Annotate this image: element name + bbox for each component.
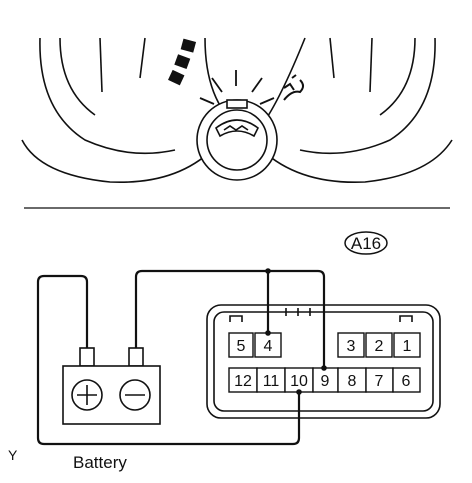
pin-label: 10	[290, 373, 308, 390]
pin-cell	[228, 332, 254, 358]
pin-cell	[337, 332, 365, 358]
pin-cell	[254, 332, 282, 358]
left-gauge-hatch-2	[99, 37, 103, 93]
wire-positive-to-pin-10	[36, 274, 301, 446]
right-gauge-outer-arc	[261, 139, 453, 184]
pin-cell	[337, 367, 367, 393]
pin-cell	[256, 367, 286, 393]
connector-id-label: A16	[351, 234, 381, 253]
pin-label: 7	[375, 373, 384, 390]
indicator-housing	[196, 99, 278, 181]
left-gauge-hatch	[59, 37, 96, 116]
pin-label: 6	[402, 373, 411, 390]
connector-pin-grid	[228, 332, 421, 393]
pin-label: 12	[234, 373, 252, 390]
indicator-lamp-icon	[214, 99, 260, 138]
wiring	[36, 269, 326, 446]
pin-label: 9	[321, 373, 330, 390]
pin-label: 5	[237, 338, 246, 355]
junction-dot	[296, 389, 302, 395]
pin-cell	[365, 367, 394, 393]
pin-cell	[228, 367, 258, 393]
right-gauge-hatch-2	[369, 37, 373, 93]
pin-label: 8	[348, 373, 357, 390]
right-gauge-hatch	[379, 37, 416, 116]
recirculation-arrow-icon	[283, 74, 304, 101]
battery-label: Battery	[73, 453, 127, 472]
fuel-gauge-segment-icon	[168, 38, 197, 86]
right-gauge-inner-arc	[299, 37, 436, 155]
indicator-lamp-ring	[206, 109, 268, 171]
right-gauge-hatch-3	[329, 37, 335, 79]
wire-junctions	[265, 268, 327, 395]
pin-label: 11	[263, 373, 280, 390]
connector-pin-labels: 5 4 3 2 1 12 11 10 9 8 7 6	[234, 338, 411, 390]
battery-polarity-signs	[77, 385, 145, 405]
pin-label: 1	[403, 338, 412, 355]
pin-label: 2	[375, 338, 384, 355]
center-right-curve	[261, 37, 306, 126]
left-gauge-hatch-3	[139, 37, 146, 79]
pin-label: 3	[347, 338, 356, 355]
battery-symbol	[62, 347, 161, 425]
connector-badge: A16	[344, 231, 388, 255]
pin-cell	[393, 332, 421, 358]
cluster-illustration	[21, 37, 453, 184]
corner-mark: Y	[8, 447, 18, 463]
pin-cell	[365, 332, 393, 358]
left-gauge-inner-arc	[39, 37, 176, 155]
junction-dot	[265, 330, 271, 336]
light-ray-icon	[199, 70, 275, 105]
junction-dot	[265, 268, 271, 274]
pin-cell	[392, 367, 421, 393]
junction-dot	[321, 365, 327, 371]
battery-positive-post	[79, 347, 95, 367]
left-gauge-outer-arc	[21, 139, 213, 184]
pin-label: 4	[264, 338, 273, 355]
battery-negative-post	[128, 347, 144, 367]
wire-negative-to-pin-9	[134, 269, 326, 368]
